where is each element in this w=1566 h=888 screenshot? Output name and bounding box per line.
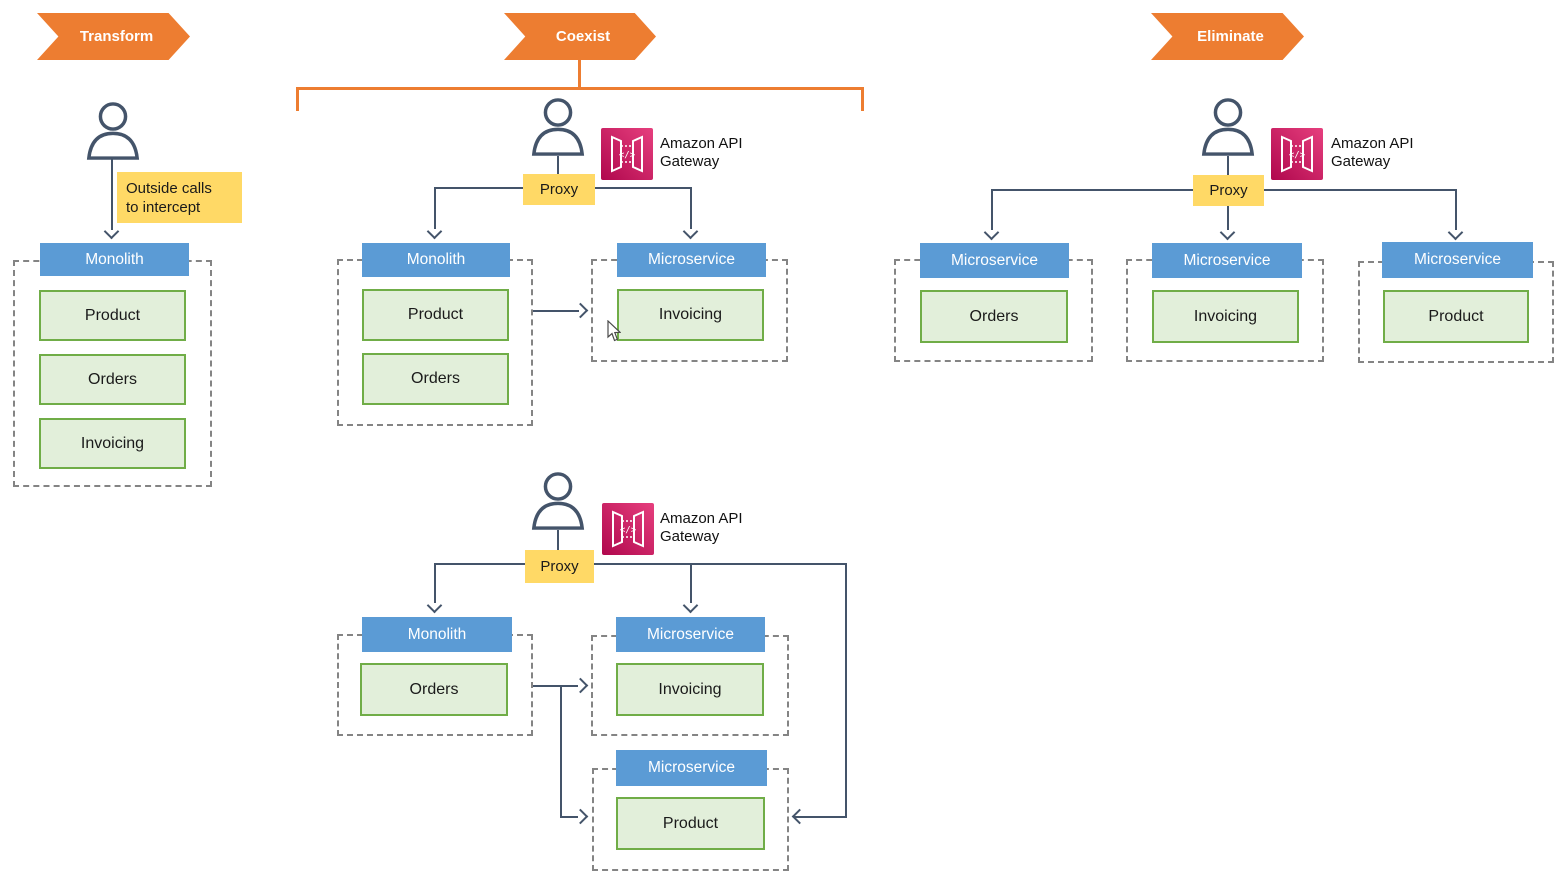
api-gateway-label-line1: Amazon API [660,135,743,152]
api-gateway-icon: </> [601,128,653,180]
connector [557,530,559,550]
connector [434,563,525,565]
stage-banner-eliminate: Eliminate [1151,13,1304,60]
user-icon [531,472,585,530]
connector [991,189,993,230]
arrowhead-down [426,223,443,240]
connector [111,158,113,230]
service-box-product: Product [1383,290,1529,343]
service-box-invoicing: Invoicing [39,418,186,469]
monolith-header: Monolith [40,243,189,276]
microservice-header: Microservice [616,750,767,786]
api-gateway-label: Amazon API Gateway [660,510,743,545]
arrowhead-down [103,223,120,240]
connector [434,187,436,229]
api-gateway-label-line2: Gateway [660,152,720,170]
svg-text:</>: </> [619,151,636,161]
api-gateway-label: Amazon API Gateway [1331,135,1414,170]
monolith-header: Monolith [362,243,510,277]
arrowhead-right [572,302,589,319]
arrowhead-right [572,677,589,694]
microservice-header: Microservice [616,617,765,652]
api-gateway-label-line2: Gateway [1331,152,1391,170]
arrowhead-right [572,808,589,825]
connector [690,187,692,229]
service-box-orders: Orders [362,353,509,405]
service-box-invoicing: Invoicing [617,289,764,341]
user-icon [1201,98,1255,156]
arrowhead-down [682,223,699,240]
svg-text:</>: </> [1289,151,1306,161]
service-box-orders: Orders [360,663,508,716]
connector [1227,156,1229,175]
arrowhead-left [791,808,808,825]
api-gateway-label-line1: Amazon API [1331,135,1414,152]
service-box-invoicing: Invoicing [1152,290,1299,343]
connector [1227,206,1229,230]
outside-calls-note: Outside calls to intercept [117,172,242,223]
arrowhead-down [1447,224,1464,241]
api-gateway-icon: </> [1271,128,1323,180]
user-icon [86,102,140,160]
service-box-invoicing: Invoicing [616,663,764,716]
svg-text:</>: </> [620,526,637,536]
proxy-box: Proxy [523,174,595,205]
service-box-product: Product [39,290,186,341]
coexist-bracket-stem [578,59,581,89]
mouse-cursor [607,320,621,342]
coexist-bracket-tick-right [861,87,864,111]
monolith-header: Monolith [362,617,512,652]
stage-banner-transform: Transform [37,13,190,60]
arrowhead-down [682,597,699,614]
connector [434,563,436,603]
coexist-bracket-bar [296,87,864,90]
service-box-product: Product [362,289,509,341]
microservice-header: Microservice [1152,243,1302,278]
api-gateway-icon: </> [602,503,654,555]
note-line1: Outside calls [126,179,212,197]
arrowhead-down [983,224,1000,241]
api-gateway-label: Amazon API Gateway [660,135,743,170]
note-line2: to intercept [126,198,201,216]
coexist-bracket-tick-left [296,87,299,111]
connector [845,563,847,818]
connector [560,816,578,818]
api-gateway-label-line1: Amazon API [660,510,743,527]
connector [595,187,692,189]
service-box-orders: Orders [920,290,1068,343]
stage-banner-coexist: Coexist [504,13,656,60]
microservice-header: Microservice [920,243,1069,278]
api-gateway-label-line2: Gateway [660,527,720,545]
connector [794,816,847,818]
microservice-header: Microservice [617,243,766,277]
microservice-header: Microservice [1382,242,1533,278]
connector [1455,189,1457,230]
connector [533,685,578,687]
connector [560,685,562,818]
arrowhead-down [426,597,443,614]
proxy-box: Proxy [1193,175,1264,206]
connector [593,563,847,565]
connector [557,156,559,174]
connector [991,189,1194,191]
service-box-orders: Orders [39,354,186,405]
connector [690,563,692,603]
proxy-box: Proxy [525,550,594,583]
user-icon [531,98,585,156]
connector [434,187,523,189]
arrowhead-down [1219,224,1236,241]
connector [533,310,579,312]
service-box-product: Product [616,797,765,850]
connector [1263,189,1457,191]
